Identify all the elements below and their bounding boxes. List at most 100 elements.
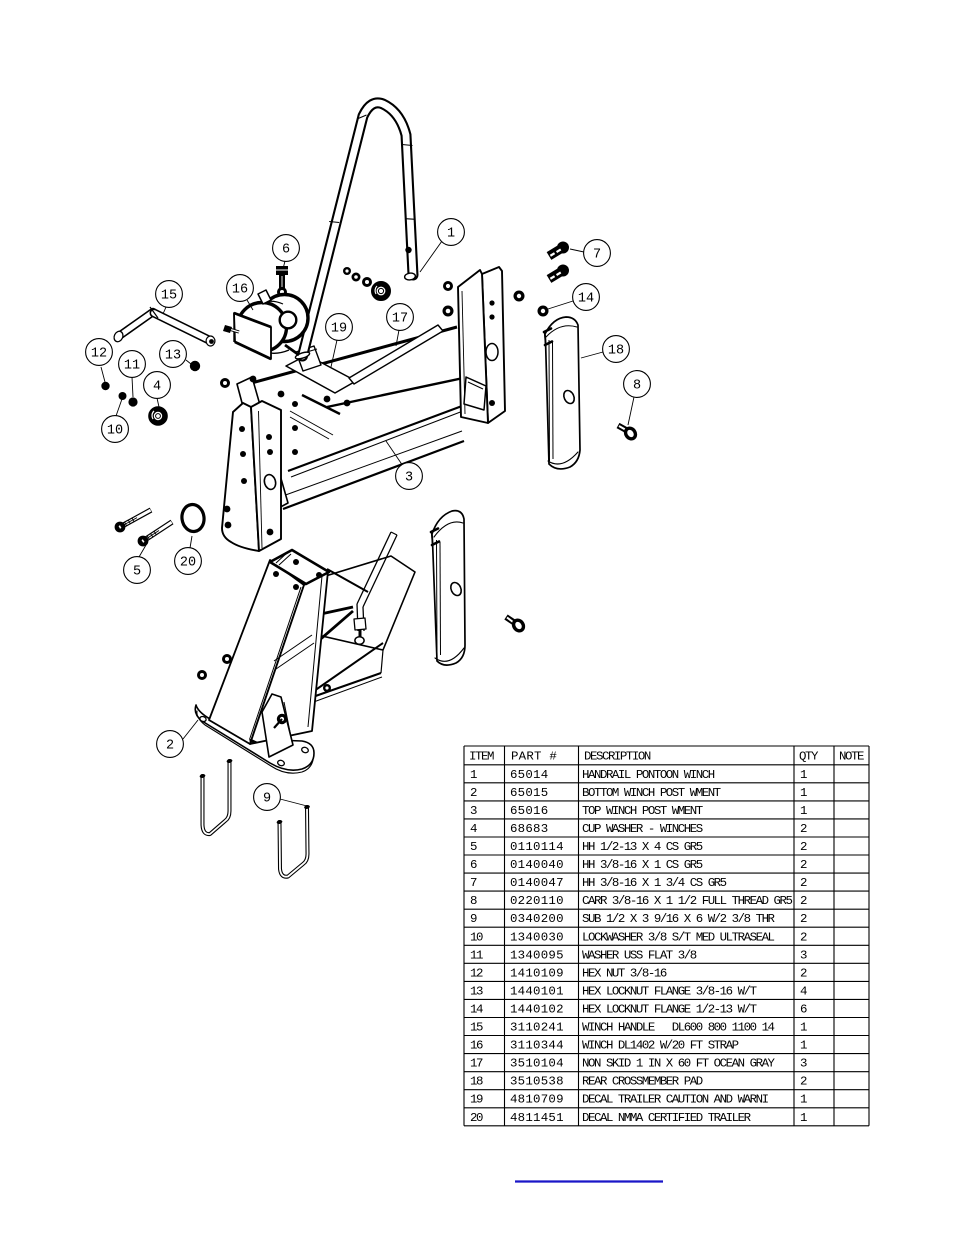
svg-text:1: 1 [470,768,477,782]
svg-text:REAR CROSSMEMBER PAD: REAR CROSSMEMBER PAD [582,1075,703,1089]
svg-text:BOTTOM WINCH POST WMENT: BOTTOM WINCH POST WMENT [582,786,721,800]
svg-text:NOTE: NOTE [839,749,864,763]
svg-text:2: 2 [800,876,807,890]
svg-text:1: 1 [800,1021,807,1035]
svg-text:0340200: 0340200 [510,912,564,926]
svg-text:PART #: PART # [511,749,557,763]
svg-text:2: 2 [166,739,174,754]
svg-text:1: 1 [447,227,455,242]
svg-text:13: 13 [470,984,483,998]
svg-text:TOP WINCH POST WMENT: TOP WINCH POST WMENT [582,804,703,818]
svg-text:5: 5 [470,840,477,854]
svg-text:20: 20 [470,1111,483,1125]
svg-text:17: 17 [470,1057,483,1071]
svg-text:DESCRIPTION: DESCRIPTION [584,749,651,763]
svg-text:2: 2 [800,894,807,908]
svg-text:WINCH HANDLE DL600 800 1100: WINCH HANDLE DL600 800 1100 14 [582,1021,775,1035]
svg-text:DECAL NMMA CERTIFIED TRAILER: DECAL NMMA CERTIFIED TRAILER [582,1111,752,1125]
svg-text:11: 11 [470,948,483,962]
svg-text:2: 2 [470,786,477,800]
svg-text:18: 18 [470,1075,483,1089]
svg-text:3110344: 3110344 [510,1039,564,1053]
svg-text:LOCKWASHER 3/8 S/T MED ULTRASE: LOCKWASHER 3/8 S/T MED ULTRASEAL [582,930,775,944]
svg-text:2: 2 [800,840,807,854]
svg-text:7: 7 [470,876,477,890]
svg-text:1: 1 [800,786,807,800]
svg-text:1: 1 [800,1111,807,1125]
svg-text:HEX NUT 3/8-16: HEX NUT 3/8-16 [582,966,667,980]
svg-text:HANDRAIL PONTOON WINCH: HANDRAIL PONTOON WINCH [582,768,715,782]
svg-text:WASHER USS FLAT 3/8: WASHER USS FLAT 3/8 [582,948,697,962]
svg-text:8: 8 [470,894,477,908]
svg-text:1340030: 1340030 [510,930,564,944]
svg-text:QTY: QTY [799,749,819,763]
svg-text:65014: 65014 [510,768,548,782]
svg-text:15: 15 [161,289,177,304]
svg-text:1: 1 [800,804,807,818]
svg-text:6: 6 [800,1003,807,1017]
svg-text:HH 1/2-13 X 4 CS GR5: HH 1/2-13 X 4 CS GR5 [582,840,703,854]
svg-text:1: 1 [800,1039,807,1053]
svg-text:1: 1 [800,1093,807,1107]
svg-text:2: 2 [800,1075,807,1089]
svg-text:68683: 68683 [510,822,548,836]
svg-text:0110114: 0110114 [510,840,564,854]
svg-text:HH 3/8-16 X 1 CS GR5: HH 3/8-16 X 1 CS GR5 [582,858,703,872]
svg-text:19: 19 [470,1093,483,1107]
svg-text:18: 18 [608,344,624,359]
svg-text:0140040: 0140040 [510,858,564,872]
svg-text:0140047: 0140047 [510,876,564,890]
svg-text:20: 20 [180,556,196,571]
svg-text:SUB 1/2 X 3 9/16 X 6 W/2 3/8 T: SUB 1/2 X 3 9/16 X 6 W/2 3/8 THR [582,912,776,926]
svg-text:4810709: 4810709 [510,1093,564,1107]
svg-text:0220110: 0220110 [510,894,564,908]
svg-text:3: 3 [800,948,807,962]
svg-text:4: 4 [800,984,807,998]
svg-text:CUP WASHER - WINCHES: CUP WASHER - WINCHES [582,822,703,836]
svg-text:10: 10 [470,930,483,944]
svg-text:14: 14 [470,1003,483,1017]
svg-text:3: 3 [800,1057,807,1071]
svg-text:65016: 65016 [510,804,548,818]
svg-text:13: 13 [165,349,181,364]
svg-text:CARR 3/8-16 X 1 1/2 FULL THREA: CARR 3/8-16 X 1 1/2 FULL THREAD GR5 [582,894,793,908]
svg-text:2: 2 [800,966,807,980]
svg-text:HH 3/8-16 X 1 3/4 CS GR5: HH 3/8-16 X 1 3/4 CS GR5 [582,876,727,890]
svg-text:9: 9 [263,792,271,807]
svg-text:10: 10 [107,424,123,439]
svg-text:HEX LOCKNUT FLANGE 3/8-16 W/T: HEX LOCKNUT FLANGE 3/8-16 W/T [582,984,757,998]
svg-text:2: 2 [800,912,807,926]
svg-text:3110241: 3110241 [510,1021,564,1035]
svg-text:9: 9 [470,912,477,926]
svg-text:12: 12 [91,347,107,362]
svg-text:HEX LOCKNUT FLANGE 1/2-13 W/T: HEX LOCKNUT FLANGE 1/2-13 W/T [582,1003,757,1017]
svg-text:4811451: 4811451 [510,1111,564,1125]
svg-text:1: 1 [800,768,807,782]
svg-text:14: 14 [578,292,594,307]
svg-text:DECAL TRAILER CAUTION AND WARN: DECAL TRAILER CAUTION AND WARNI [582,1093,769,1107]
svg-text:1440101: 1440101 [510,984,564,998]
svg-text:16: 16 [470,1039,483,1053]
svg-text:15: 15 [470,1021,483,1035]
svg-text:6: 6 [282,243,290,258]
svg-text:1440102: 1440102 [510,1003,564,1017]
svg-text:65015: 65015 [510,786,548,800]
svg-text:4: 4 [153,380,161,395]
svg-text:16: 16 [232,283,248,298]
svg-text:11: 11 [124,359,140,374]
svg-text:NON SKID 1 IN X 60 FT OCEAN GR: NON SKID 1 IN X 60 FT OCEAN GRAY [582,1057,776,1071]
svg-text:12: 12 [470,966,483,980]
svg-text:2: 2 [800,930,807,944]
svg-text:3510104: 3510104 [510,1057,564,1071]
svg-text:2: 2 [800,858,807,872]
svg-text:19: 19 [331,322,347,337]
svg-text:4: 4 [470,822,477,836]
svg-text:3: 3 [470,804,477,818]
svg-text:WINCH DL1402 W/20 FT STRAP: WINCH DL1402 W/20 FT STRAP [582,1039,739,1053]
svg-text:2: 2 [800,822,807,836]
svg-text:5: 5 [133,565,141,580]
svg-text:17: 17 [392,312,408,327]
svg-text:3: 3 [405,471,413,486]
svg-text:8: 8 [633,379,641,394]
svg-text:3510538: 3510538 [510,1075,564,1089]
